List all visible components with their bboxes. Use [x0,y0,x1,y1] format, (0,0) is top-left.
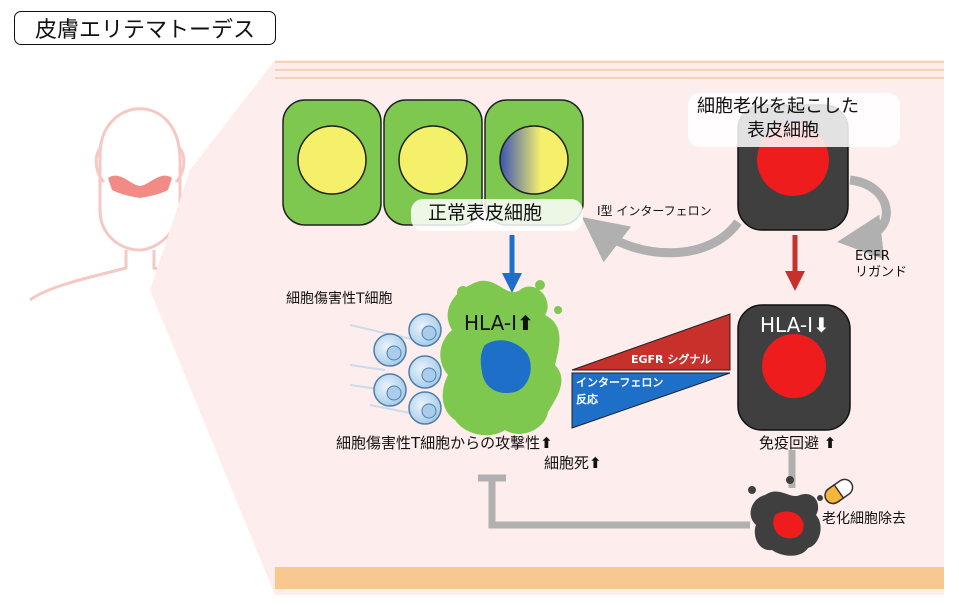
interferon-response-label: インターフェロン [576,376,664,389]
fragment [498,300,508,310]
egfr-signal-label: EGFR シグナル [631,353,712,366]
t-cell [373,333,407,367]
up-arrow-icon: ⬆ [589,454,602,472]
senescent-label: 細胞老化を起こした [697,96,859,117]
t-cell [408,313,442,347]
down-arrow-icon: ⬇ [813,313,830,337]
interferon-arrow [581,217,742,263]
normal-cell [282,99,382,226]
fragment [786,476,794,484]
immune-evasion-label: 免疫回避 ⬆ [759,436,836,451]
normal-cell [484,99,584,226]
page-title: 皮膚エリテマトーデス [34,18,255,43]
egfr-signal-wedge [571,313,731,371]
cytotoxic-t-label: 細胞傷害性T細胞 [286,291,393,307]
t-cell [408,355,442,389]
egfr-ligand-label: リガンド [855,265,908,280]
senescent-cell-hla [737,304,851,431]
fragment [748,486,756,494]
interferon-response-label: 反応 [576,393,598,406]
t-cell [373,373,407,407]
title-box: 皮膚エリテマトーデス [14,11,276,45]
t-cell [408,391,442,425]
attack-label: 細胞傷害性T細胞からの攻撃性⬆ [336,436,553,451]
senolysis-label: 老化細胞除去 [822,511,906,527]
senescent-label: 表皮細胞 [747,120,819,141]
fragment [457,286,469,298]
fragment [554,306,562,314]
hla-right-text: HLA-I [760,313,813,337]
egfr-loop-arrow [837,175,891,260]
damaged-nucleus [480,340,531,394]
hla-left-label: HLA-I⬆ [464,313,534,333]
up-arrow-icon: ⬆ [540,434,553,452]
interferon-label: I型 インターフェロン [597,204,712,218]
skin-lines [275,61,944,79]
hla-right-label: HLA-I⬇ [760,315,830,335]
interferon-wedge [571,372,731,429]
face-rash [108,175,172,198]
inhibition-line [488,478,750,529]
normal-cell-label: 正常表皮細胞 [428,202,543,224]
normal-cell [383,99,483,226]
immune-evasion-text: 免疫回避 [759,434,820,452]
pill-icon [824,478,854,505]
attack-text: 細胞傷害性T細胞からの攻撃性 [336,434,541,452]
removed-nucleus [773,511,804,539]
fragment [535,280,545,290]
egfr-ligand-label: EGFR [855,249,890,264]
cell-death-label: 細胞死⬆ [544,456,602,471]
dermis-band [275,567,944,589]
up-arrow-icon: ⬆ [823,434,837,452]
fragment [817,495,823,501]
hla-left-text: HLA-I [464,311,517,335]
normal-label-box [411,199,583,231]
cell-death-text: 細胞死 [544,454,590,472]
senescent-label-box [688,93,900,147]
up-arrow-icon: ⬆ [517,311,534,335]
